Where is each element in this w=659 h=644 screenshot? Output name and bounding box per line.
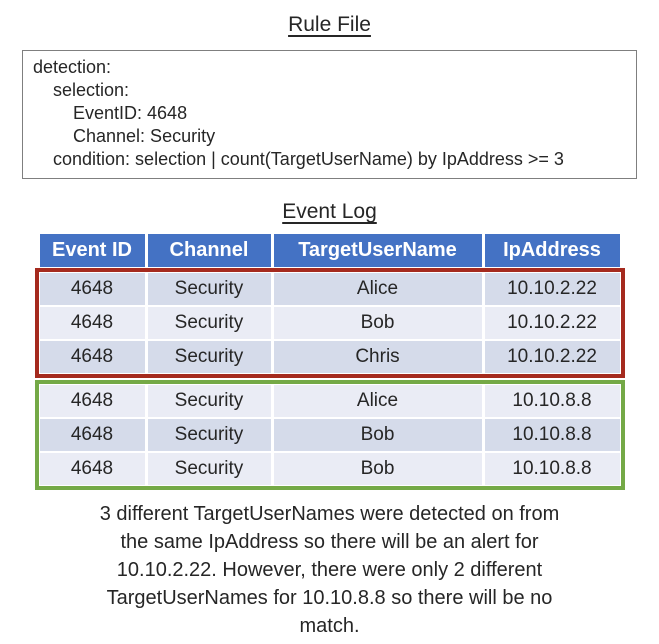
event-log-title: Event Log [282,200,377,223]
rule-line-channel: Channel: Security [33,126,216,146]
cell-event-id: 4648 [39,453,145,485]
event-log-table: Event ID Channel TargetUserName IpAddres… [0,234,659,490]
cell-channel: Security [147,453,271,485]
rule-file-title: Rule File [288,13,371,36]
unmatched-rows-outline: 4648 Security Alice 10.10.8.8 4648 Secur… [34,380,625,490]
cell-channel: Security [147,419,271,451]
rule-line-selection: selection: [33,80,130,100]
cell-ipaddress: 10.10.2.22 [484,273,620,305]
matched-rows-outline: 4648 Security Alice 10.10.2.22 4648 Secu… [34,268,625,378]
cell-channel: Security [147,307,271,339]
header-channel: Channel [147,234,271,267]
unmatched-rows: 4648 Security Alice 10.10.8.8 4648 Secur… [39,385,620,485]
cell-channel: Security [147,273,271,305]
cell-ipaddress: 10.10.8.8 [484,385,620,417]
cell-event-id: 4648 [39,341,145,373]
rule-line-condition: condition: selection | count(TargetUserN… [33,149,564,169]
cell-targetusername: Chris [273,341,482,373]
matched-rows: 4648 Security Alice 10.10.2.22 4648 Secu… [39,273,620,373]
cell-ipaddress: 10.10.8.8 [484,419,620,451]
cell-channel: Security [147,341,271,373]
header-ipaddress: IpAddress [484,234,620,267]
rule-line-detection: detection: [33,57,112,77]
rule-file-code-box: detection: selection: EventID: 4648 Chan… [22,50,637,179]
cell-targetusername: Bob [273,453,482,485]
table-header-row: Event ID Channel TargetUserName IpAddres… [39,234,620,267]
explanation-text: 3 different TargetUserNames were detecte… [99,503,560,637]
cell-targetusername: Bob [273,307,482,339]
cell-targetusername: Alice [273,385,482,417]
rule-line-eventid: EventID: 4648 [33,103,188,123]
header-targetusername: TargetUserName [273,234,482,267]
cell-event-id: 4648 [39,419,145,451]
cell-ipaddress: 10.10.2.22 [484,307,620,339]
cell-targetusername: Bob [273,419,482,451]
cell-event-id: 4648 [39,273,145,305]
cell-channel: Security [147,385,271,417]
cell-event-id: 4648 [39,307,145,339]
cell-event-id: 4648 [39,385,145,417]
cell-targetusername: Alice [273,273,482,305]
cell-ipaddress: 10.10.2.22 [484,341,620,373]
header-event-id: Event ID [39,234,145,267]
cell-ipaddress: 10.10.8.8 [484,453,620,485]
